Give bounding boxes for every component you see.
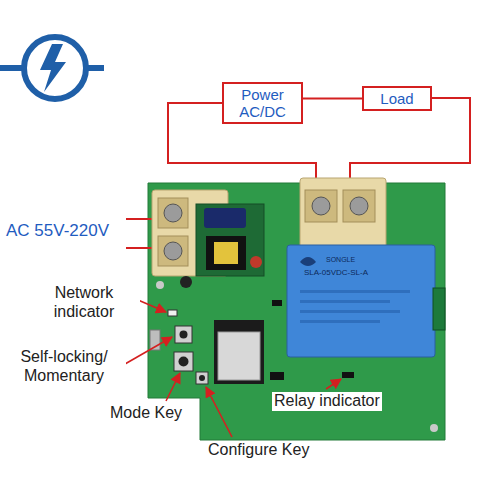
relay — [287, 245, 435, 357]
terminal-screw — [350, 197, 368, 215]
button — [174, 352, 193, 371]
pin-header — [433, 288, 445, 330]
terminal-block — [300, 178, 386, 250]
wire-connector — [303, 98, 362, 100]
capacitor — [250, 256, 262, 268]
transformer — [206, 236, 246, 270]
switch-cap — [180, 331, 188, 339]
relay-logo — [300, 257, 316, 266]
button-cap — [179, 357, 189, 367]
wifi-module — [214, 320, 264, 384]
mount-hole — [430, 424, 438, 432]
callout-label: AC 55V-220V — [4, 221, 111, 241]
led — [342, 372, 354, 378]
pcb — [148, 183, 445, 440]
labeled-box: Power AC/DC — [222, 82, 303, 124]
capacitor — [204, 208, 246, 228]
chip — [272, 300, 282, 306]
terminal-slot — [158, 198, 188, 228]
box-label: Power AC/DC — [239, 86, 286, 120]
callout-label: SONGLE — [326, 256, 355, 264]
leader-arrow — [125, 337, 172, 364]
box-label: Load — [380, 90, 413, 107]
labeled-box: Load — [362, 86, 432, 111]
relay-print — [300, 320, 380, 323]
leader-arrow — [138, 300, 166, 312]
relay-print — [300, 310, 400, 313]
leader-arrow — [166, 373, 180, 401]
power-module — [196, 204, 264, 276]
logo-bolt — [40, 44, 66, 92]
terminal-slot — [305, 190, 337, 222]
relay-print — [300, 290, 410, 293]
terminal-slot — [343, 190, 375, 222]
mount-hole — [156, 281, 164, 289]
capacitor — [180, 276, 192, 288]
chip — [270, 372, 284, 380]
leader-arrow — [206, 387, 232, 437]
terminal-screw — [312, 197, 330, 215]
relay-print — [300, 300, 390, 303]
callout-label: Network indicator — [28, 284, 140, 322]
terminal-screw — [164, 242, 182, 260]
terminal-screw — [164, 204, 182, 222]
callout-label: Configure Key — [206, 441, 311, 460]
terminal-slot — [158, 236, 188, 266]
led — [168, 310, 177, 316]
callout-label: Relay indicator — [272, 392, 382, 411]
logo-ring — [24, 37, 86, 99]
callout-label: SLA-05VDC-SL-A — [304, 268, 368, 277]
leader-arrow — [326, 379, 341, 389]
button-cap — [199, 375, 205, 381]
callout-label: Mode Key — [108, 404, 184, 423]
button — [196, 372, 208, 384]
switch — [175, 326, 192, 343]
logo-bar — [0, 65, 22, 71]
callout-label: Self-locking/ Momentary — [2, 348, 126, 386]
logo-bar — [88, 65, 104, 71]
transformer-coil — [214, 242, 238, 264]
wifi-shield — [218, 332, 260, 380]
